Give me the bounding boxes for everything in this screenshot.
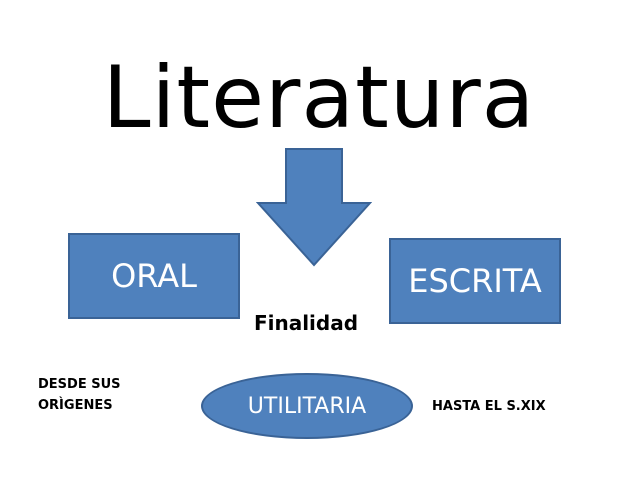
note-hasta-el-sxix: HASTA EL S.XIX (432, 399, 546, 414)
note-desde-sus-origenes: DESDE SUS ORÌGENES (38, 374, 148, 416)
utilitaria-label: UTILITARIA (247, 393, 367, 419)
utilitaria-ellipse: UTILITARIA (201, 373, 413, 439)
escrita-label: ESCRITA (408, 262, 542, 300)
note-left-line2: ORÌGENES (38, 398, 113, 413)
down-arrow-icon (256, 148, 372, 267)
diagram-title: Literatura (102, 48, 536, 148)
escrita-box: ESCRITA (389, 238, 561, 324)
finalidad-label: Finalidad (253, 311, 359, 335)
oral-box: ORAL (68, 233, 240, 319)
note-left-line1: DESDE SUS (38, 377, 121, 392)
oral-label: ORAL (111, 257, 197, 295)
